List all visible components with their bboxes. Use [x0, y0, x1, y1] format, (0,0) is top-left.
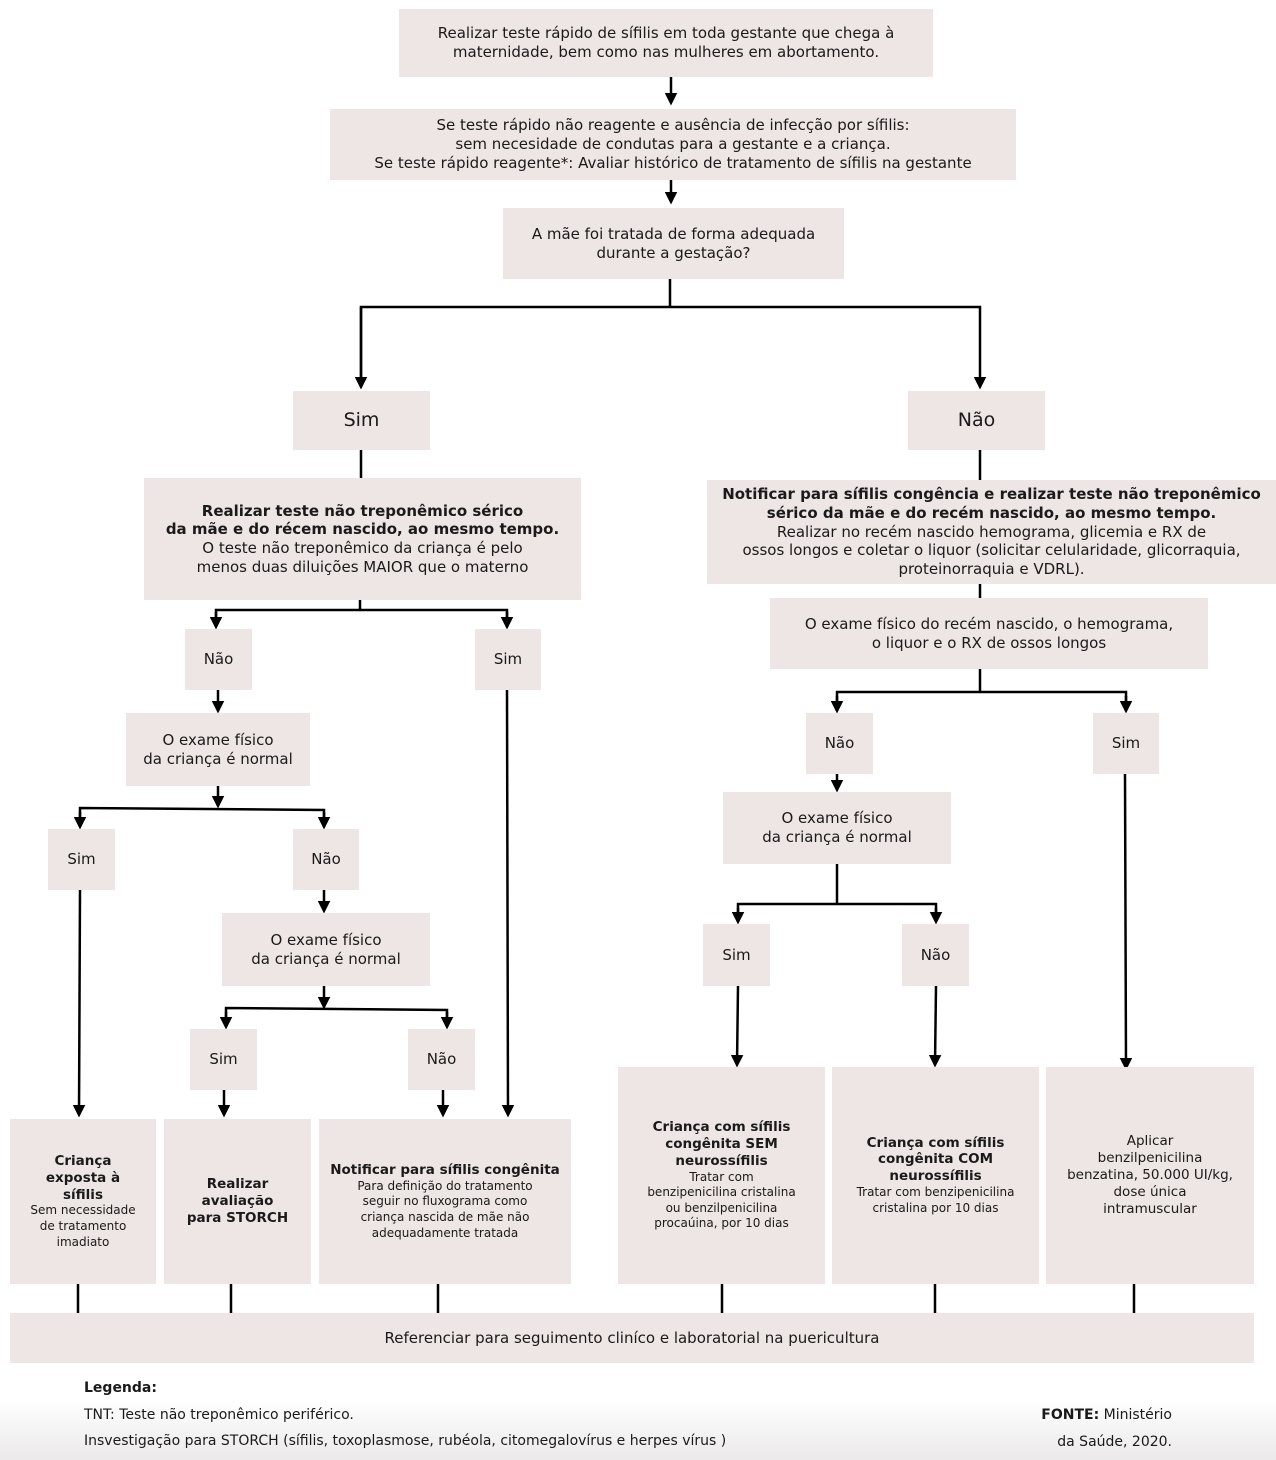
box-line: sérico da mãe e do recém nascido, ao mes… — [766, 503, 1217, 522]
left-sim-3: Sim — [190, 1029, 257, 1090]
box-line: procaúina, por 10 dias — [654, 1216, 789, 1231]
box-line: O exame físico — [162, 730, 274, 749]
box-line: criança nascida de mãe não — [360, 1209, 530, 1224]
box-line: Aplicar — [1126, 1133, 1174, 1150]
box-line: da criança é normal — [251, 949, 401, 968]
box-line: O teste não treponêmico da criança é pel… — [202, 539, 523, 557]
left-sim-2: Sim — [48, 829, 115, 890]
box-line: ou benzilpenicilina — [665, 1200, 778, 1215]
left-nao-2: Não — [293, 829, 359, 890]
box-line: Realizar teste rápido de sífilis em toda… — [437, 24, 895, 43]
box-line: congênita SEM — [665, 1135, 778, 1152]
box-line: Tratar com — [689, 1169, 754, 1184]
box-line: Criança — [54, 1152, 112, 1169]
source-line: FONTE: Ministério — [1000, 1402, 1172, 1429]
box-line: Sem necessidade — [30, 1203, 136, 1218]
box-line: neurossífilis — [675, 1152, 768, 1169]
box-line: Notificar para sífilis congênita — [330, 1161, 560, 1178]
box-line: Se teste rápido reagente*: Avaliar histó… — [374, 153, 972, 172]
box-line: menos duas diluições MAIOR que o materno — [196, 557, 529, 576]
box-line: Realizar no recém nascido hemograma, gli… — [776, 522, 1207, 541]
left-nao-3: Não — [408, 1029, 475, 1090]
box-line: intramuscular — [1103, 1200, 1197, 1217]
mother-treated-question: A mãe foi tratada de forma adequada dura… — [503, 208, 844, 279]
box-line: de tratamento — [39, 1219, 127, 1234]
outcome-with-neurosyphilis: Criança com sífilis congênita COM neuros… — [832, 1067, 1039, 1284]
outcome-without-neurosyphilis: Criança com sífilis congênita SEM neuros… — [618, 1067, 825, 1284]
notify-test-box: Notificar para sífilis congência e reali… — [707, 480, 1276, 584]
box-line: Se teste rápido não reagente e ausência … — [436, 116, 910, 135]
right-sim-1: Sim — [1093, 713, 1159, 774]
outcome-benzathine: Aplicar benzilpenicilina benzatina, 50.0… — [1046, 1067, 1254, 1284]
box-line: ossos longos e coletar o liquor (solicit… — [742, 541, 1241, 560]
box-line: da mãe e do récem nascido, ao mesmo temp… — [165, 520, 560, 539]
physical-exam-box-1: O exame físico da criança é normal — [126, 713, 310, 786]
box-line: benzipenicilina cristalina — [647, 1185, 796, 1200]
box-line: da criança é normal — [762, 828, 912, 846]
box-line: O exame físico do recém nascido, o hemog… — [804, 614, 1174, 633]
box-line: Para definição do tratamento — [357, 1178, 533, 1193]
box-line: avaliação — [201, 1193, 274, 1210]
outcome-storch: Realizar avaliação para STORCH — [164, 1119, 311, 1284]
nontreponemal-test-box: Realizar teste não treponêmico sérico da… — [144, 478, 581, 600]
box-line: benzatina, 50.000 UI/kg, — [1067, 1167, 1233, 1184]
right-sim-2: Sim — [703, 924, 770, 986]
box-line: exposta à — [45, 1169, 121, 1186]
box-line: O exame físico — [270, 930, 382, 949]
box-line: benzilpenicilina — [1097, 1150, 1203, 1167]
source: FONTE: Ministério da Saúde, 2020. — [1000, 1402, 1172, 1455]
box-line: Criança com sífilis — [866, 1134, 1005, 1151]
test-result-box: Se teste rápido não reagente e ausência … — [330, 109, 1016, 180]
box-line: A mãe foi tratada de forma adequada — [531, 224, 816, 243]
legend-line: TNT: Teste não treponêmico periférico. — [84, 1406, 354, 1423]
box-line: congênita COM — [877, 1151, 994, 1168]
physical-exam-box-3: O exame físico da criança é normal — [723, 792, 951, 864]
source-label: FONTE: — [1041, 1407, 1100, 1423]
box-line: Notificar para sífilis congência e reali… — [722, 485, 1261, 504]
bottom-fade — [0, 1400, 1276, 1460]
box-line: Realizar — [206, 1176, 269, 1193]
left-sim-box: Sim — [293, 391, 430, 450]
legend-title: Legenda: — [84, 1380, 157, 1396]
legend-line: Insvestigação para STORCH (sífilis, toxo… — [84, 1433, 727, 1450]
box-line: cristalina por 10 dias — [872, 1200, 999, 1215]
box-line: sem necesidade de condutas para a gestan… — [455, 135, 891, 154]
box-line: Criança com sífilis — [652, 1119, 791, 1135]
left-sim-1: Sim — [475, 629, 541, 690]
box-line: seguir no fluxograma como — [362, 1194, 528, 1209]
physical-exam-box-2: O exame físico da criança é normal — [222, 913, 430, 986]
exam-labs-box: O exame físico do recém nascido, o hemog… — [770, 598, 1208, 669]
box-line: imadiato — [56, 1234, 110, 1249]
box-line: neurossífilis — [889, 1168, 982, 1185]
box-line: sífilis — [63, 1186, 103, 1203]
box-line: da criança é normal — [143, 749, 293, 768]
right-nao-box: Não — [908, 391, 1045, 450]
box-line: para STORCH — [186, 1209, 289, 1226]
source-text: Ministério — [1099, 1407, 1172, 1423]
box-line: maternidade, bem como nas mulheres em ab… — [452, 43, 880, 61]
outcome-notify-congenital: Notificar para sífilis congênita Para de… — [319, 1119, 571, 1284]
right-nao-1: Não — [806, 713, 873, 774]
maternity-test-box: Realizar teste rápido de sífilis em toda… — [399, 9, 933, 77]
box-line: adequadamente tratada — [371, 1225, 519, 1240]
left-nao-1: Não — [185, 629, 252, 690]
right-nao-2: Não — [902, 924, 969, 986]
outcome-exposed-child: Criança exposta à sífilis Sem necessidad… — [10, 1119, 156, 1284]
referral-box: Referenciar para seguimento cliníco e la… — [10, 1313, 1254, 1363]
legend: Legenda: TNT: Teste não treponêmico peri… — [84, 1375, 726, 1455]
source-line: da Saúde, 2020. — [1057, 1433, 1172, 1450]
box-line: O exame físico — [781, 809, 893, 828]
box-line: durante a gestação? — [596, 243, 751, 262]
box-line: Tratar com benzipenicilina — [856, 1185, 1015, 1200]
box-line: o liquor e o RX de ossos longos — [871, 633, 1107, 652]
box-line: dose única — [1113, 1183, 1187, 1200]
box-line: proteinorraquia e VDRL). — [898, 560, 1085, 579]
box-line: Realizar teste não treponêmico sérico — [201, 501, 524, 520]
